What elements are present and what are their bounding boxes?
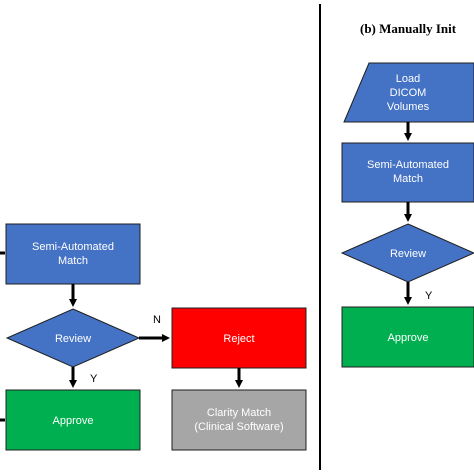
clarity-match-label-line2: (Clinical Software) bbox=[194, 421, 283, 433]
right-yes-label: Y bbox=[425, 290, 433, 302]
right-semi-automated-match-box: Semi-Automated Match bbox=[341, 142, 474, 203]
load-dicom-label-line2: DICOM bbox=[390, 87, 427, 99]
right-review-label: Review bbox=[390, 248, 426, 260]
right-semi-automated-label-line2: Match bbox=[393, 173, 423, 185]
right-review-diamond: Review bbox=[340, 223, 474, 283]
right-approve-label: Approve bbox=[388, 332, 429, 344]
left-approve-box: Approve bbox=[5, 389, 141, 451]
left-semi-automated-match-box: Semi-Automated Match bbox=[5, 223, 141, 285]
clarity-match-label-line1: Clarity Match bbox=[207, 407, 271, 419]
reject-label: Reject bbox=[223, 333, 254, 345]
left-no-label: N bbox=[153, 314, 161, 326]
load-dicom-label-line3: Volumes bbox=[387, 101, 430, 113]
left-semi-automated-label-line1: Semi-Automated bbox=[32, 241, 114, 253]
left-yes-label: Y bbox=[90, 373, 98, 385]
left-review-diamond: Review bbox=[5, 308, 141, 368]
left-review-label: Review bbox=[55, 333, 91, 345]
reject-box: Reject bbox=[171, 307, 307, 369]
left-semi-automated-label-line2: Match bbox=[58, 255, 88, 267]
right-approve-box: Approve bbox=[341, 306, 474, 368]
left-approve-label: Approve bbox=[53, 415, 94, 427]
clarity-match-box: Clarity Match (Clinical Software) bbox=[171, 389, 307, 451]
right-panel-title: (b) Manually Init bbox=[360, 21, 457, 36]
load-dicom-parallelogram: Load DICOM Volumes bbox=[343, 62, 474, 123]
right-semi-automated-label-line1: Semi-Automated bbox=[367, 159, 449, 171]
load-dicom-label-line1: Load bbox=[396, 73, 420, 85]
